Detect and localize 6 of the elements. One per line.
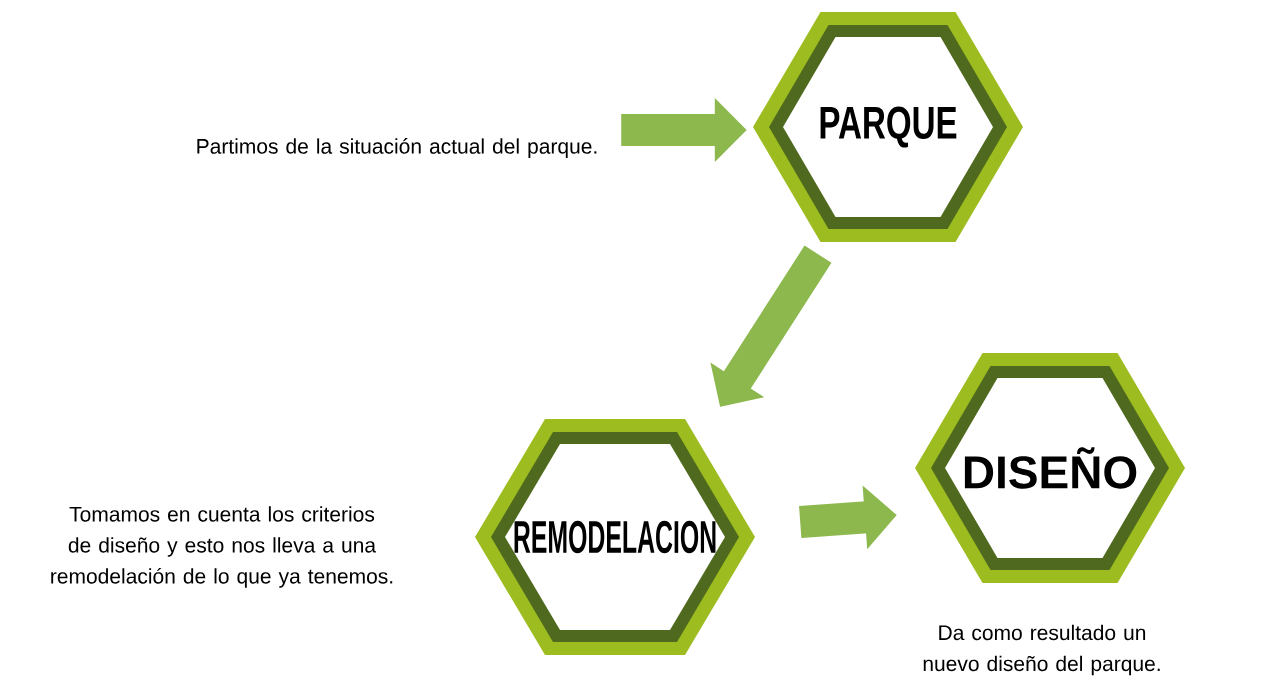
hexagon: DISEÑO <box>915 353 1185 583</box>
hexagon: REMODELACION <box>475 419 755 655</box>
description-text: Partimos de la situación actual del parque. <box>197 138 597 158</box>
hexagon: PARQUE <box>753 12 1023 242</box>
description-text: Da como resultado un nuevo diseño del parque. <box>923 624 1160 676</box>
description-text: Tomamos en cuenta los criterios de diseño y esto nos lleva a una remodelación de lo que ya tenemos. <box>51 506 393 588</box>
